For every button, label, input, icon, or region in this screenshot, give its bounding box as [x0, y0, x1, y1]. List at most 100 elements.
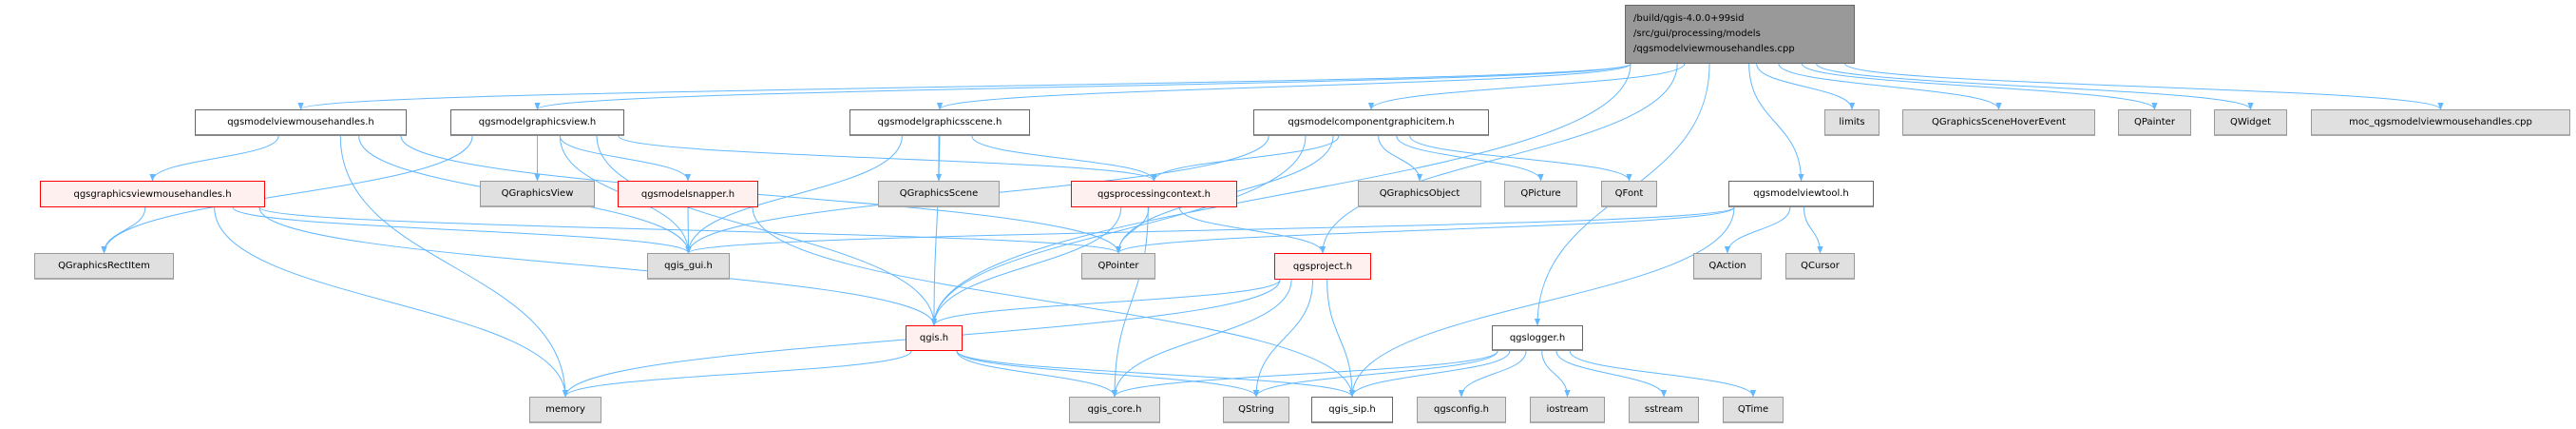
node-label: qgsprocessingcontext.h: [1097, 188, 1211, 200]
node-qgslogger-h[interactable]: qgslogger.h: [1492, 325, 1583, 351]
node-label: qgsmodelviewmousehandles.h: [227, 117, 374, 127]
node-qgis-core-h[interactable]: qgis_core.h: [1069, 397, 1160, 423]
node-qgsconfig-h[interactable]: qgsconfig.h: [1417, 397, 1506, 423]
edge-qgsmodelviewtool_h-to-QAction: [1724, 206, 1791, 254]
edge-qgsproject_h-to-qgis_sip_h: [1326, 279, 1356, 398]
edge-qgsmodelgraphicsview_h-to-QGraphicsRectItem: [101, 135, 473, 254]
node-QCursor[interactable]: QCursor: [1785, 253, 1855, 280]
node-label: QGraphicsView: [501, 188, 574, 199]
edge-qgsgraphicsviewmousehandles_h-to-memory: [214, 206, 569, 398]
edge-main-to-limits: [1756, 63, 1856, 110]
node-qgsprocessingcontext-h[interactable]: qgsprocessingcontext.h: [1071, 181, 1237, 207]
edge-qgsmodelgraphicsscene_h-to-qgis_gui_h: [685, 135, 903, 254]
edge-main-to-qgsproject_h: [1319, 63, 1678, 254]
edge-qgsproject_h-to-QString: [1252, 279, 1313, 398]
edge-qgsmodelcomponentgraphicitem_h-to-QFont: [1409, 135, 1632, 182]
node-QPainter[interactable]: QPainter: [2118, 109, 2191, 136]
node-label: QTime: [1737, 404, 1769, 415]
edge-qgis_h-to-qgis_sip_h: [956, 350, 1356, 398]
node-qgis-gui-h[interactable]: qgis_gui.h: [647, 253, 730, 280]
node-qgsmodelgraphicsscene-h[interactable]: qgsmodelgraphicsscene.h: [849, 109, 1030, 136]
node-memory[interactable]: memory: [529, 397, 601, 423]
edge-main-to-qgsmodelviewtool_h: [1748, 63, 1804, 182]
node-qgsmodelcomponentgraphicitem-h[interactable]: qgsmodelcomponentgraphicitem.h: [1253, 109, 1489, 136]
edge-qgsgraphicsviewmousehandles_h-to-qgis_h: [258, 206, 938, 326]
node-label: qgsmodelgraphicsscene.h: [877, 117, 1002, 127]
edge-qgslogger_h-to-qgis_sip_h: [1348, 350, 1511, 398]
node-label: qgsgraphicsviewmousehandles.h: [73, 188, 232, 200]
edge-qgsgraphicsviewmousehandles_h-to-QPointer: [258, 206, 1121, 254]
node-label: qgis_gui.h: [664, 261, 713, 271]
node-QGraphicsView[interactable]: QGraphicsView: [480, 181, 595, 207]
node-label: qgis_core.h: [1087, 404, 1142, 415]
edge-qgis_h-to-memory: [562, 350, 912, 398]
edge-qgsmodelviewtool_h-to-qgis_sip_h: [1348, 206, 1735, 398]
edge-qgsmodelviewtool_h-to-qgis_gui_h: [685, 206, 1735, 254]
main-file-path-line: /qgsmodelviewmousehandles.cpp: [1633, 44, 1795, 54]
edge-main-to-qgsmodelgraphicsview_h: [534, 63, 1631, 110]
edge-main-to-QPainter: [1801, 63, 2158, 110]
edge-qgsmodelcomponentgraphicitem_h-to-qgsprocessingcontext_h: [1151, 135, 1340, 182]
node-qgsmodelviewmousehandles-h[interactable]: qgsmodelviewmousehandles.h: [195, 109, 407, 136]
edge-main-to-QGraphicsSceneHoverEvent: [1778, 63, 2002, 110]
node-label: sstream: [1644, 404, 1684, 415]
edge-main-to-qgsmodelcomponentgraphicitem_h: [1367, 63, 1686, 110]
node-QGraphicsSceneHoverEvent[interactable]: QGraphicsSceneHoverEvent: [1902, 109, 2095, 136]
node-QGraphicsScene[interactable]: QGraphicsScene: [878, 181, 1000, 207]
node-moc[interactable]: moc_qgsmodelviewmousehandles.cpp: [2311, 109, 2570, 136]
node-qgsmodelgraphicsview-h[interactable]: qgsmodelgraphicsview.h: [450, 109, 624, 136]
node-QWidget[interactable]: QWidget: [2214, 109, 2287, 136]
node-label: limits: [1839, 117, 1865, 127]
edge-qgsgraphicsviewmousehandles_h-to-QGraphicsRectItem: [101, 206, 146, 254]
node-QTime[interactable]: QTime: [1723, 397, 1784, 423]
node-qgis-sip-h[interactable]: qgis_sip.h: [1311, 397, 1393, 423]
node-label: QGraphicsSceneHoverEvent: [1932, 117, 2066, 127]
node-QFont[interactable]: QFont: [1601, 181, 1657, 207]
node-iostream[interactable]: iostream: [1530, 397, 1605, 423]
node-QString[interactable]: QString: [1223, 397, 1289, 423]
edge-qgis_h-to-qgis_core_h: [956, 350, 1118, 398]
node-qgsmodelsnapper-h[interactable]: qgsmodelsnapper.h: [618, 181, 758, 207]
edge-qgsmodelgraphicsview_h-to-qgsprocessingcontext_h: [618, 135, 1157, 182]
node-label: qgslogger.h: [1509, 332, 1566, 343]
node-QGraphicsObject[interactable]: QGraphicsObject: [1358, 181, 1481, 207]
node-label: QWidget: [2229, 117, 2272, 127]
node-qgsgraphicsviewmousehandles-h[interactable]: qgsgraphicsviewmousehandles.h: [40, 181, 265, 207]
node-QAction[interactable]: QAction: [1693, 253, 1762, 280]
edge-qgsmodelgraphicsview_h-to-qgsmodelsnapper_h: [559, 135, 692, 182]
edge-qgsmodelviewtool_h-to-QCursor: [1803, 206, 1823, 254]
node-label: QFont: [1614, 188, 1644, 199]
edge-qgsmodelviewtool_h-to-QPointer: [1115, 206, 1735, 254]
node-QPicture[interactable]: QPicture: [1504, 181, 1577, 207]
edge-qgslogger_h-to-iostream: [1541, 350, 1571, 398]
edge-qgslogger_h-to-QTime: [1569, 350, 1757, 398]
node-main: /build/qgis-4.0.0+99sid/src/gui/processi…: [1625, 5, 1855, 64]
node-QPointer[interactable]: QPointer: [1081, 253, 1155, 280]
edge-qgsprocessingcontext_h-to-qgis_core_h: [1111, 206, 1149, 398]
node-label: QAction: [1708, 261, 1746, 271]
node-qgis-h[interactable]: qgis.h: [906, 325, 963, 351]
edge-qgsmodelgraphicsview_h-to-qgis_h: [596, 135, 938, 326]
node-label: qgsmodelcomponentgraphicitem.h: [1288, 117, 1455, 127]
node-limits[interactable]: limits: [1824, 109, 1880, 136]
main-file-path-line: /build/qgis-4.0.0+99sid: [1633, 13, 1745, 24]
node-label: qgis.h: [919, 333, 949, 343]
main-file-path-line: /src/gui/processing/models: [1633, 29, 1761, 39]
node-label: QCursor: [1801, 261, 1840, 271]
edge-qgsmodelviewmousehandles_h-to-memory: [339, 135, 569, 398]
edge-qgsmodelcomponentgraphicitem_h-to-qgis_h: [930, 135, 1307, 326]
edge-main-to-QWidget: [1816, 63, 2254, 110]
edge-qgsmodelcomponentgraphicitem_h-to-QGraphicsObject: [1378, 135, 1423, 182]
node-label: memory: [545, 404, 585, 415]
node-label: qgsproject.h: [1292, 261, 1353, 272]
edge-qgsproject_h-to-qgis_core_h: [1111, 279, 1292, 398]
node-label: QPainter: [2134, 117, 2175, 127]
node-label: iostream: [1546, 404, 1589, 415]
node-qgsmodelviewtool-h[interactable]: qgsmodelviewtool.h: [1728, 181, 1874, 207]
node-QGraphicsRectItem[interactable]: QGraphicsRectItem: [34, 253, 174, 280]
edge-qgsmodelviewmousehandles_h-to-QPointer: [400, 135, 1122, 254]
edge-qgsmodelcomponentgraphicitem_h-to-QPicture: [1396, 135, 1544, 182]
node-sstream[interactable]: sstream: [1629, 397, 1699, 423]
node-qgsproject-h[interactable]: qgsproject.h: [1274, 253, 1371, 280]
